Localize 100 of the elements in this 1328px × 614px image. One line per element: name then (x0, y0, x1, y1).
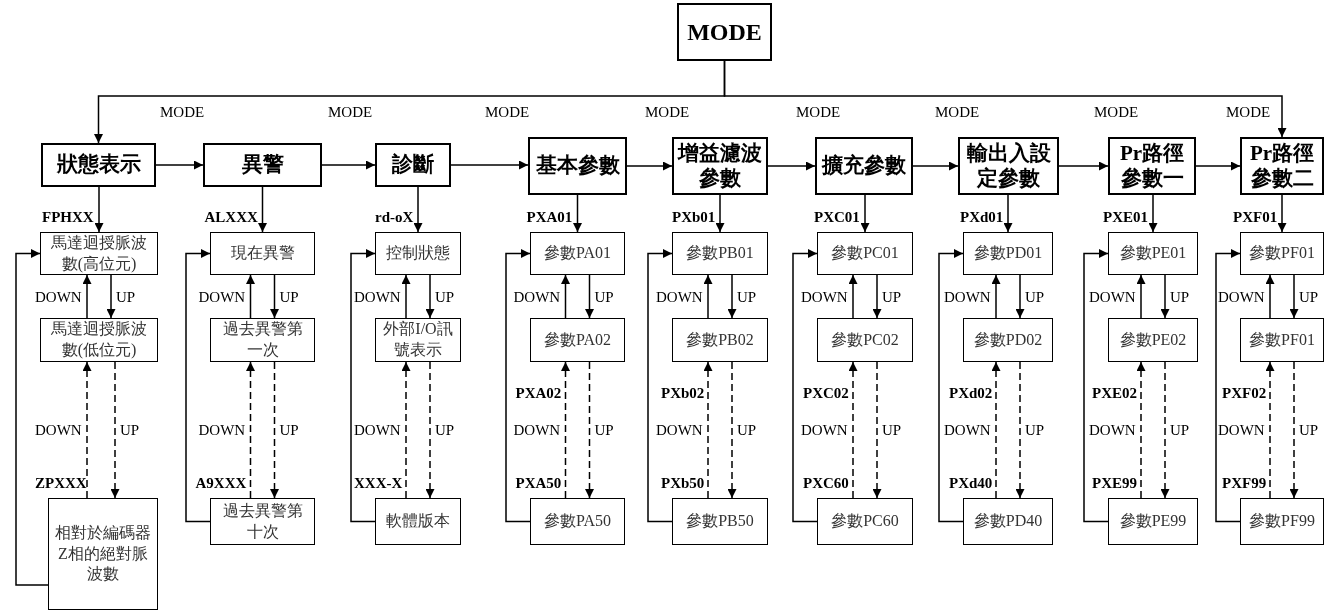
edge-label: DOWN (801, 287, 848, 306)
dashed-arrow (848, 361, 858, 499)
box-label: 參數PA01 (544, 243, 611, 264)
box-label: 參數PB02 (686, 329, 754, 350)
edge-label: DOWN (1089, 287, 1136, 306)
dashed-arrow (991, 361, 1001, 499)
edge-label: DOWN (35, 421, 82, 439)
edge-label: UP (116, 287, 136, 306)
arrow (1083, 249, 1109, 523)
box-label: MODE (687, 18, 762, 46)
parameter-code: XXX-X (354, 474, 403, 492)
parameter-box (1108, 498, 1198, 545)
box-label: 參數PC60 (831, 511, 899, 532)
arrow (912, 161, 959, 171)
edge-label: DOWN (513, 287, 561, 306)
edge-label: UP (120, 421, 140, 439)
parameter-code: PXC02 (803, 384, 849, 402)
edge-label: UP (882, 287, 902, 306)
parameter-code: PXd01 (960, 208, 1004, 226)
arrow (1160, 274, 1170, 319)
parameter-box (375, 498, 461, 545)
mode-label: MODE (1226, 103, 1271, 121)
edge-label: DOWN (198, 421, 246, 439)
parameter-box (375, 232, 461, 275)
parameter-code: PXC01 (814, 208, 860, 226)
arrow (350, 249, 376, 523)
parameter-code: FPHXX (42, 208, 94, 226)
parameter-code: PXF99 (1222, 474, 1267, 492)
parameter-box (672, 232, 768, 275)
edge-label: UP (435, 421, 455, 439)
parameter-code: A9XXX (195, 474, 247, 492)
menu-box (1240, 137, 1324, 195)
parameter-code: PXb01 (672, 208, 716, 226)
parameter-box (210, 232, 315, 275)
arrow (561, 274, 570, 319)
edge-label: UP (279, 421, 299, 439)
arrow (1289, 274, 1299, 319)
edge-label: UP (279, 287, 299, 306)
edge-label: DOWN (354, 421, 401, 439)
edge-label: DOWN (944, 421, 991, 439)
menu-box (41, 143, 156, 187)
parameter-box (530, 498, 625, 545)
arrow (573, 194, 582, 233)
box-label: 參數PF01 (1249, 329, 1315, 350)
parameter-box (1108, 318, 1198, 362)
box-label: 參數PB50 (686, 511, 754, 532)
edge-label: DOWN (35, 287, 82, 306)
edge-label: DOWN (656, 287, 703, 306)
parameter-code: rd-oX (375, 208, 414, 226)
arrow (991, 274, 1001, 319)
mode-label: MODE (935, 103, 980, 121)
dashed-arrow (1015, 361, 1025, 499)
arrow (1265, 274, 1275, 319)
arrow (321, 160, 376, 170)
arrow (727, 274, 737, 319)
edge-label: UP (1025, 421, 1045, 439)
box-label: 參數PC02 (831, 329, 899, 350)
arrow (1215, 249, 1241, 523)
parameter-box (817, 318, 913, 362)
parameter-code: PXb50 (661, 474, 705, 492)
dashed-arrow (270, 361, 279, 499)
dashed-arrow (82, 361, 92, 499)
dashed-arrow (561, 361, 570, 499)
parameter-code: PXE02 (1092, 384, 1137, 402)
parameter-box (963, 232, 1053, 275)
parameter-box (1240, 232, 1324, 275)
arrow (792, 249, 818, 523)
edge-label: DOWN (656, 421, 703, 439)
box-label: 擴充參數 (822, 153, 906, 179)
parameter-box (672, 318, 768, 362)
parameter-box (210, 318, 315, 362)
parameter-box (40, 318, 158, 362)
arrow (425, 274, 435, 319)
box-label: 增益濾波參數 (676, 140, 763, 192)
box-label: 參數PE99 (1119, 511, 1187, 532)
parameter-code: PXE01 (1103, 208, 1148, 226)
parameter-code: PXb02 (661, 384, 705, 402)
parameter-code: PXF02 (1222, 384, 1267, 402)
parameter-box (963, 498, 1053, 545)
box-label: 參數PD40 (973, 511, 1043, 532)
box-label: 異警 (241, 152, 284, 178)
box-label: Pr路徑參數二 (1248, 140, 1316, 192)
arrow (860, 194, 870, 233)
edge-label: DOWN (513, 421, 561, 439)
box-label: 參數PD02 (973, 329, 1043, 350)
parameter-code: PXC60 (803, 474, 849, 492)
arrow (413, 186, 423, 233)
edge-label: DOWN (1218, 287, 1265, 306)
parameter-code: PXA02 (515, 384, 562, 402)
parameter-code: PXd40 (949, 474, 993, 492)
edge-label: UP (594, 287, 614, 306)
dashed-arrow (425, 361, 435, 499)
dashed-arrow (401, 361, 411, 499)
arrow (155, 160, 204, 170)
box-label: 參數PF01 (1249, 243, 1315, 264)
box-label: 相對於編碼器Z相的絕對脈波數 (54, 522, 152, 585)
menu-box (815, 137, 913, 195)
dashed-arrow (1160, 361, 1170, 499)
menu-box (958, 137, 1059, 195)
mode-label: MODE (328, 103, 373, 121)
